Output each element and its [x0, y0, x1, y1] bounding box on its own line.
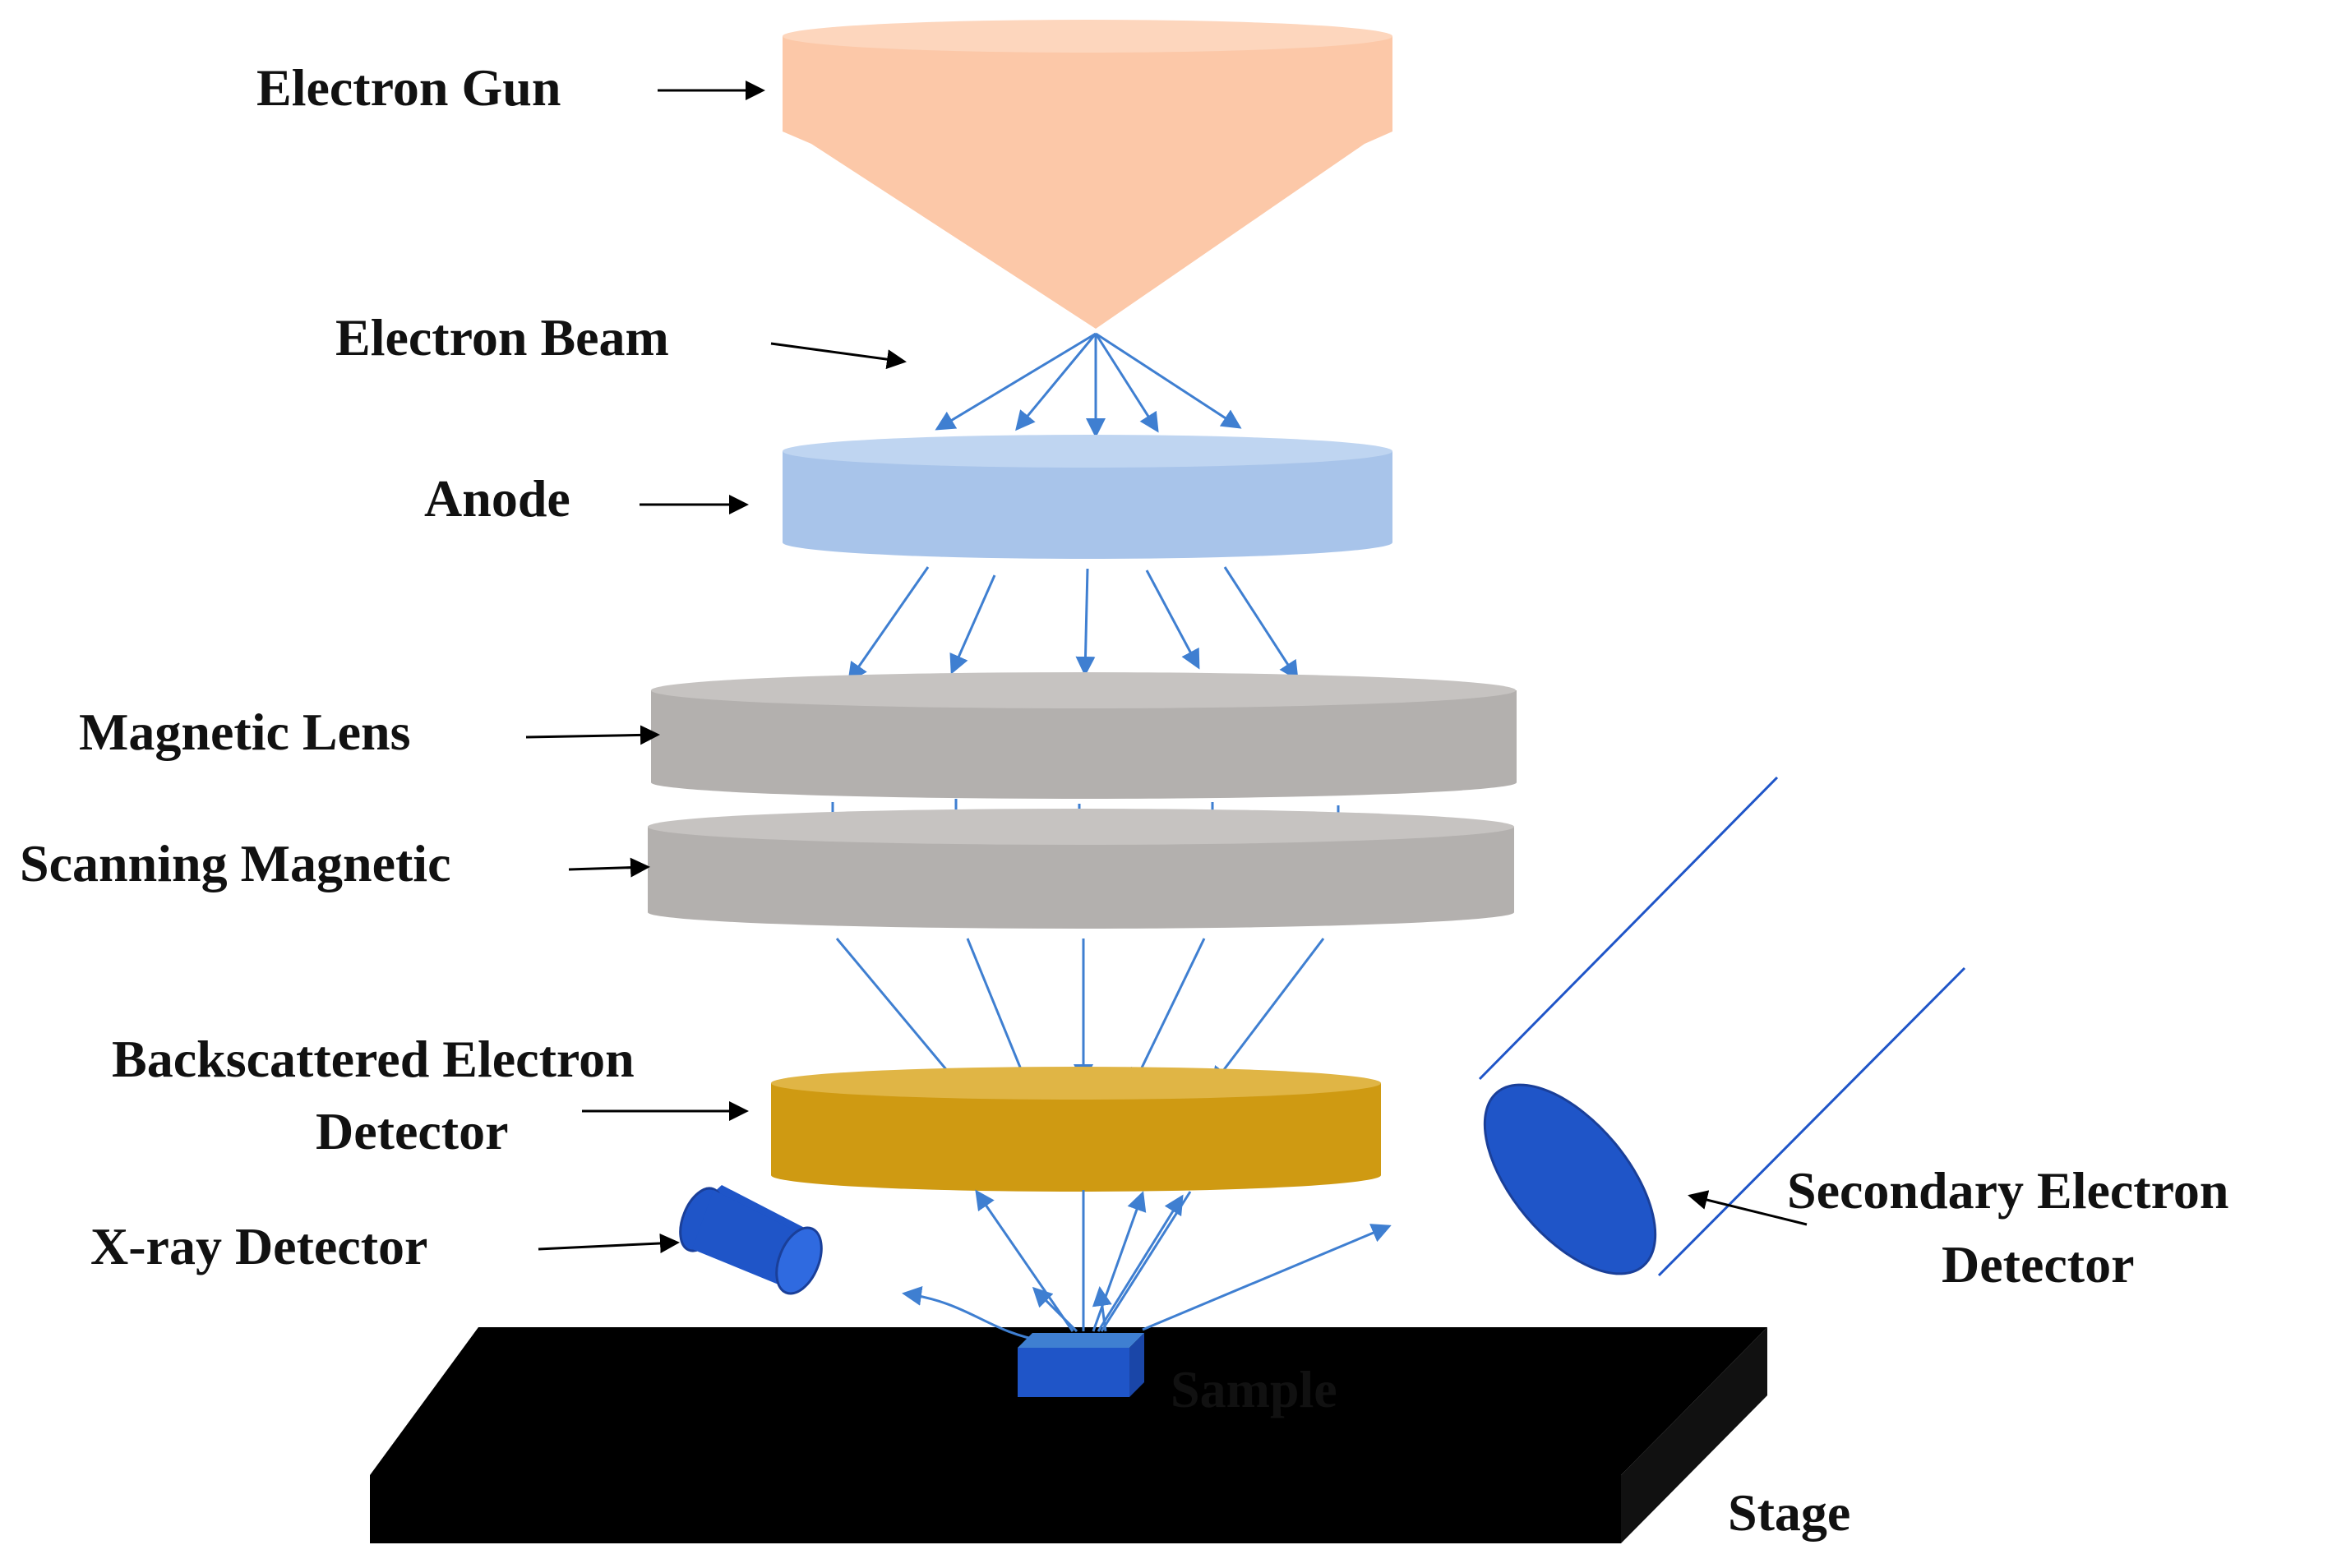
label-scanning-magnetic: Scanning Magnetic — [20, 834, 450, 892]
magnetic-lens-disk — [651, 672, 1517, 800]
scanning-magnetic-disk — [648, 809, 1514, 929]
secondary-electron-detector — [1478, 776, 1966, 1277]
label-bse-detector-line2: Detector — [316, 1102, 508, 1160]
bse-detector-disk — [771, 1067, 1381, 1192]
stage-block — [370, 1327, 1767, 1543]
electron-gun — [783, 20, 1392, 329]
arrow-electron-beam — [770, 342, 907, 370]
beam-anode-to-lens — [847, 566, 1299, 683]
emission-from-sample — [902, 1189, 1392, 1343]
beam-gun-to-anode — [935, 332, 1242, 438]
label-magnetic-lens: Magnetic Lens — [79, 703, 411, 761]
label-electron-gun: Electron Gun — [256, 58, 561, 117]
arrow-magnetic-lens — [525, 725, 660, 745]
anode-disk — [783, 435, 1392, 559]
label-electron-beam: Electron Beam — [335, 308, 669, 367]
label-bse-detector-line1: Backscattered Electron — [112, 1030, 635, 1088]
arrow-se-detector — [1688, 1190, 1808, 1226]
label-anode: Anode — [424, 469, 570, 528]
label-xray-detector: X-ray Detector — [90, 1217, 427, 1275]
label-sample: Sample — [1171, 1360, 1337, 1418]
xray-detector — [679, 1185, 823, 1295]
arrow-scanning-magnetic — [568, 857, 650, 878]
beam-scanning-to-bse — [835, 938, 1325, 1094]
sample-block — [1018, 1333, 1144, 1397]
label-se-detector-line1: Secondary Electron — [1787, 1161, 2228, 1220]
arrow-xray-detector — [538, 1234, 680, 1253]
label-se-detector-line2: Detector — [1942, 1235, 2134, 1294]
label-arrows — [525, 81, 1808, 1253]
label-stage: Stage — [1728, 1483, 1850, 1542]
